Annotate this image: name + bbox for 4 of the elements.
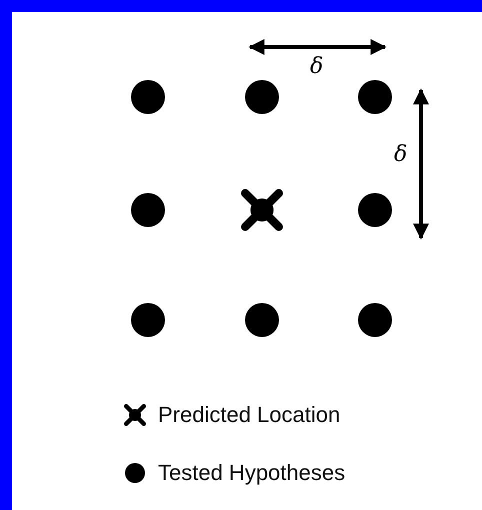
legend-label: Tested Hypotheses <box>158 459 346 487</box>
spacing-label: δ <box>394 144 408 166</box>
spacing-label: δ <box>310 56 324 78</box>
legend-label: Predicted Location <box>158 401 340 429</box>
